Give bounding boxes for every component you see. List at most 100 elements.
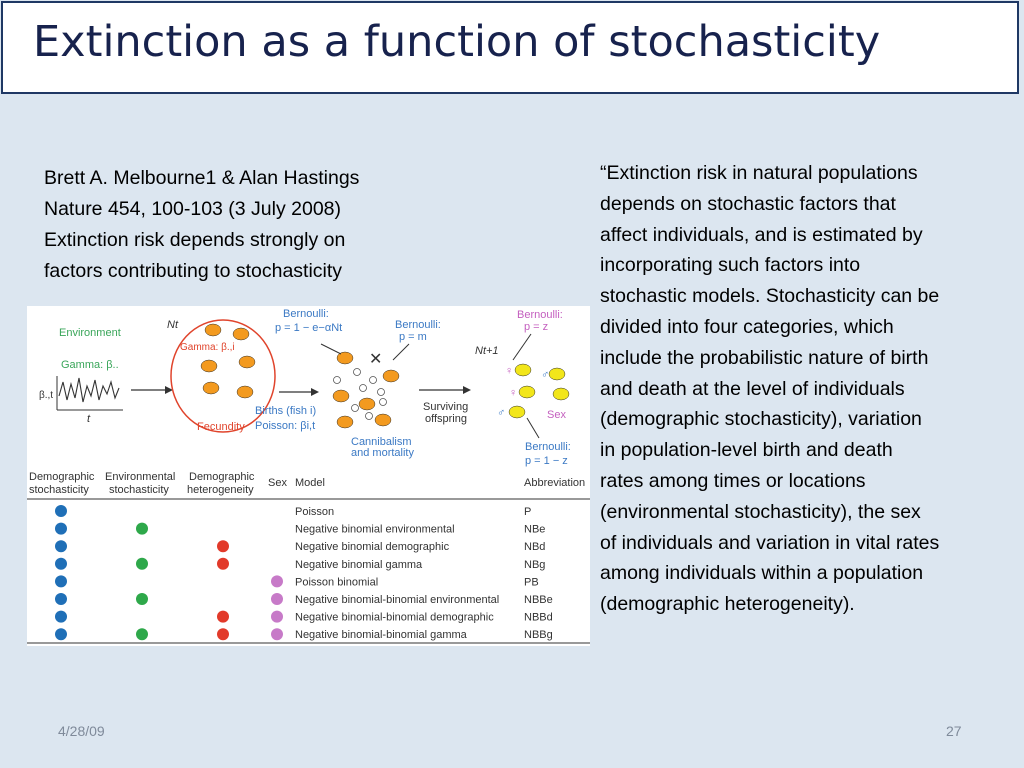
bern1-eq: p = 1 − e−αNt [275, 322, 342, 334]
slide-date: 4/28/09 [58, 723, 105, 739]
header-abbreviation: Abbreviation [524, 477, 585, 489]
surviving-label-2: offspring [425, 413, 467, 425]
header-demo-2: stochasticity [29, 484, 89, 496]
bern4-title: Bernoulli: [525, 441, 571, 453]
quote-block: “Extinction risk in natural populations … [600, 158, 1020, 620]
model-abbreviation: NBd [524, 541, 545, 553]
citation-line: Extinction risk depends strongly on [44, 229, 346, 251]
title-box: Extinction as a function of stochasticit… [1, 1, 1019, 94]
bern2-eq: p = m [399, 331, 427, 343]
pointer-line [512, 333, 532, 361]
figure-svg: Environment Gamma: β.. β.,t t Nt Gamma: … [27, 308, 590, 644]
sex-dot [271, 628, 283, 641]
model-name: Negative binomial-binomial demographic [295, 612, 494, 624]
slide-title: Extinction as a function of stochasticit… [33, 17, 881, 67]
header-het-1: Demographic [189, 471, 255, 483]
quote-line: affect individuals, and is estimated by [600, 223, 923, 246]
cannibalism-fish-group [332, 351, 400, 429]
citation-block: Brett A. Melbourne1 & Alan Hastings Natu… [44, 163, 464, 287]
sex-symbols: ♀ ♂ ♀ ♂ [497, 365, 549, 419]
env-dot [136, 593, 148, 605]
het-dot [217, 540, 229, 553]
model-abbreviation: NBBd [524, 612, 553, 624]
model-abbreviation: NBBg [524, 629, 553, 641]
quote-line: “Extinction risk in natural populations [600, 162, 918, 184]
demo-dot [55, 522, 67, 535]
bern4-eq: p = 1 − z [525, 455, 568, 467]
citation-line: Nature 454, 100-103 (3 July 2008) [44, 198, 342, 220]
time-series-line [58, 377, 120, 403]
quote-line: divided into four categories, which [600, 315, 894, 338]
poisson-label: Poisson: βi,t [255, 420, 315, 432]
pointer-line [320, 343, 342, 355]
demo-dot [55, 575, 67, 588]
orange-fish-group [200, 323, 256, 399]
gamma-i-label: Gamma: β.,i [180, 342, 235, 353]
model-abbreviation: P [524, 506, 531, 518]
svg-text:♀: ♀ [505, 365, 513, 377]
model-abbreviation: NBe [524, 524, 545, 536]
arrow-head [165, 386, 173, 394]
environment-label: Environment [59, 327, 121, 339]
quote-line: incorporating such factors into [600, 254, 861, 277]
demo-dot [55, 610, 67, 623]
cannibalism-label-2: and mortality [351, 447, 414, 459]
model-name: Poisson [295, 506, 334, 518]
demo-dot [55, 628, 67, 641]
model-abbreviation: PB [524, 576, 539, 588]
citation-line: factors contributing to stochasticity [44, 260, 343, 282]
quote-line: depends on stochastic factors that [600, 192, 896, 215]
het-dot [217, 557, 229, 570]
bern2-title: Bernoulli: [395, 319, 441, 331]
header-env-2: stochasticity [109, 484, 169, 496]
yellow-fish-group [508, 363, 570, 419]
quote-line: in population-level birth and death [600, 439, 893, 462]
gamma-beta-label: Gamma: β.. [61, 359, 119, 371]
header-demo-1: Demographic [29, 471, 95, 483]
sex-dot [271, 593, 283, 605]
fecundity-label: Fecundity [197, 421, 245, 433]
quote-line: rates among times or locations [600, 469, 866, 492]
model-name: Negative binomial gamma [295, 559, 423, 571]
header-env-1: Environmental [105, 471, 175, 483]
sex-dot [271, 575, 283, 588]
model-name: Negative binomial-binomial environmental [295, 594, 499, 606]
het-dot [217, 628, 229, 641]
sex-dot [271, 610, 283, 623]
demo-dot [55, 505, 67, 517]
quote-line: (demographic heterogeneity). [600, 593, 855, 616]
demo-dot [55, 540, 67, 553]
births-label: Births (fish i) [255, 405, 316, 417]
nt1-label: Nt+1 [475, 345, 499, 357]
env-dot [136, 628, 148, 641]
demo-dot [55, 593, 67, 605]
env-dot [136, 557, 148, 570]
bern3-eq: p = z [524, 321, 548, 333]
model-abbreviation: NBg [524, 559, 545, 571]
quote-line: (environmental stochasticity), the sex [600, 500, 921, 523]
quote-line: stochastic models. Stochasticity can be [600, 285, 940, 308]
bern3-title: Bernoulli: [517, 309, 563, 321]
sex-label: Sex [547, 409, 566, 421]
pointer-line [392, 343, 410, 361]
quote-line: include the probabilistic nature of birt… [600, 346, 929, 369]
header-het-2: heterogeneity [187, 484, 254, 496]
slide-page-number: 27 [946, 723, 962, 739]
cannibalism-label-1: Cannibalism [351, 436, 412, 448]
nt-label: Nt [167, 319, 179, 331]
header-model: Model [295, 477, 325, 489]
svg-text:♂: ♂ [497, 407, 505, 419]
env-dot [136, 522, 148, 535]
death-cross-icon: ✕ [369, 351, 382, 368]
t-axis-label: t [87, 413, 91, 425]
arrow-head [463, 386, 471, 394]
beta-t-label: β.,t [39, 390, 53, 401]
citation-line: Brett A. Melbourne1 & Alan Hastings [44, 167, 360, 189]
svg-text:♀: ♀ [509, 387, 517, 399]
model-abbreviation: NBBe [524, 594, 553, 606]
header-sex: Sex [268, 477, 287, 489]
arrow-head [311, 388, 319, 396]
model-name: Negative binomial environmental [295, 524, 455, 536]
svg-text:♂: ♂ [541, 369, 549, 381]
